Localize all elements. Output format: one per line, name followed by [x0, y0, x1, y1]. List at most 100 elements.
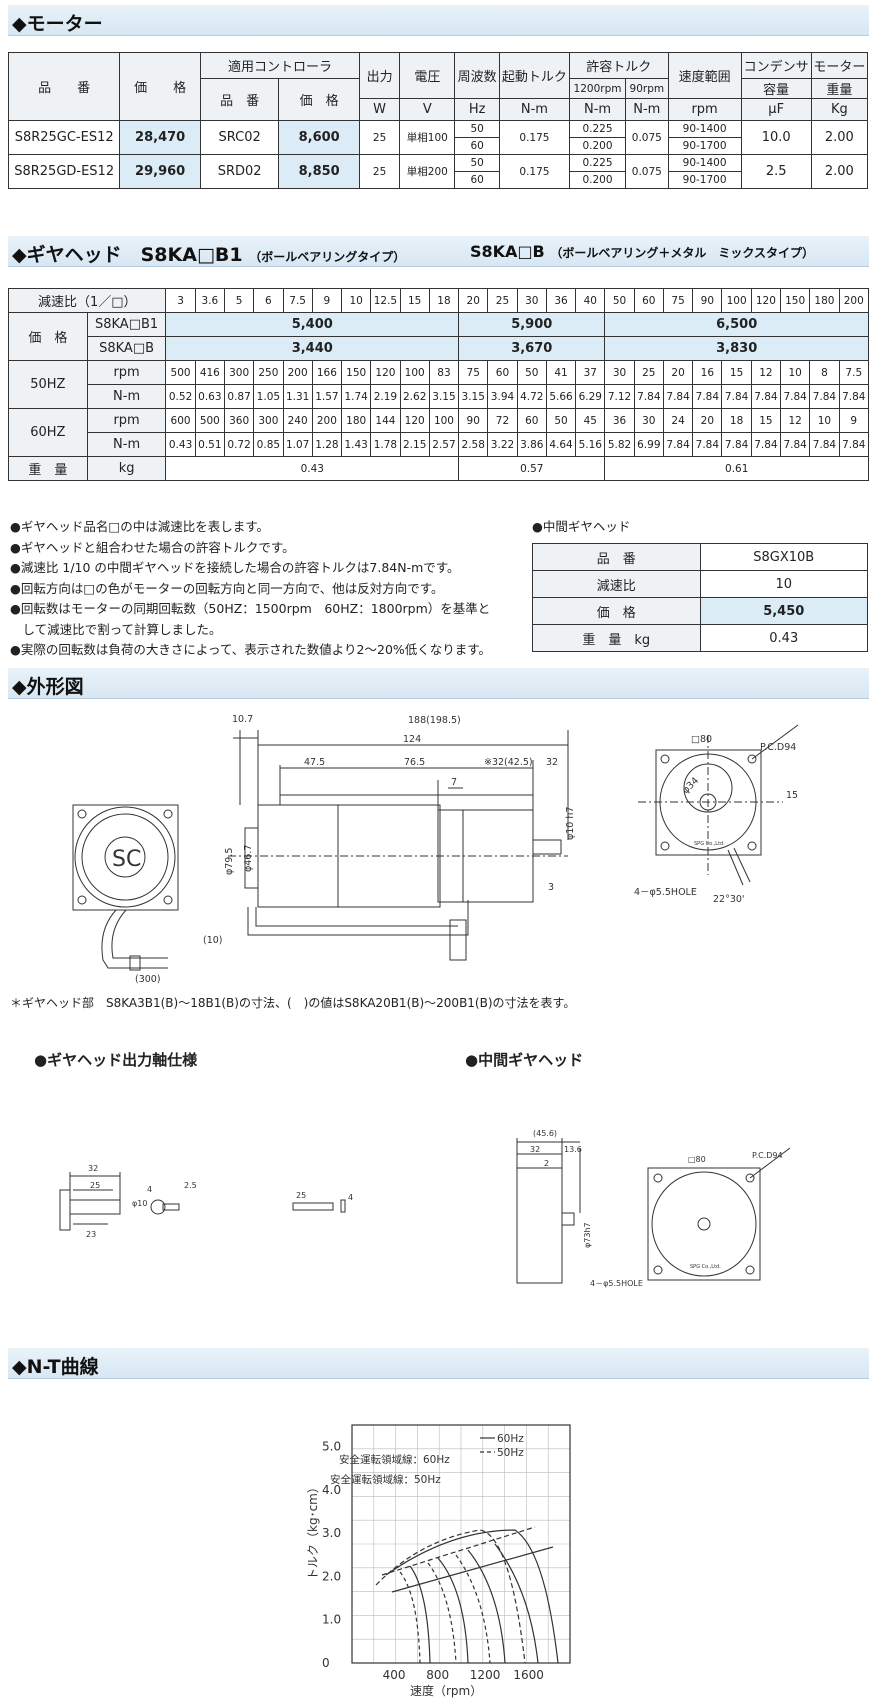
y-tick-label: 1.0	[322, 1613, 341, 1627]
b1-price: 5,400	[165, 312, 460, 337]
ratio-cell: 60	[633, 288, 664, 313]
mid-part-label: 品 番	[532, 543, 701, 571]
nm-cell: 6.29	[575, 384, 606, 409]
dim-q: 15	[786, 790, 798, 801]
nm-cell: 2.62	[399, 384, 430, 409]
mid-price-label: 価 格	[532, 597, 701, 625]
midgear-drawing: (45.6) 32 13.6 2 φ73h7 □80 P.C.D94 4－φ5.…	[516, 1129, 791, 1288]
ctrl-price: 8,600	[278, 120, 360, 155]
torque-1200: 0.200	[568, 171, 627, 189]
h-cond-u: μF	[740, 98, 812, 121]
h-part: 品 番	[7, 52, 121, 121]
motor-side-view	[228, 730, 569, 961]
x-tick-label: 1600	[513, 1668, 544, 1682]
b1-label: S8KA□B1	[86, 312, 167, 337]
nm-cell: 0.43	[165, 432, 196, 457]
nm-cell: 7.84	[838, 384, 870, 409]
dim-p: P.C.D94	[760, 742, 796, 753]
shaft-title: ●ギヤヘッド出力軸仕様	[34, 1051, 198, 1069]
nm-cell: 1.07	[282, 432, 313, 457]
nm-cell: 0.52	[165, 384, 196, 409]
speed: 90-1400	[667, 154, 742, 172]
ratio-cell: 5	[223, 288, 255, 313]
nm-cell: 1.74	[341, 384, 372, 409]
weight: 2.00	[810, 154, 869, 189]
nm-cell: 0.85	[253, 432, 284, 457]
y-tick-label: 5.0	[322, 1440, 341, 1454]
x-tick-label: 1200	[470, 1668, 501, 1682]
curve-60hz	[385, 1529, 559, 1664]
rpm-cell: 41	[545, 360, 577, 385]
nm-cell: 3.86	[516, 432, 547, 457]
mid-ratio: 10	[699, 570, 869, 598]
nm-cell: 5.16	[575, 432, 606, 457]
ratio-cell: 90	[692, 288, 723, 313]
kg-label: kg	[86, 456, 167, 481]
ratio-cell: 30	[516, 288, 547, 313]
nm-cell: 1.43	[341, 432, 372, 457]
h-start-u: N-m	[498, 98, 570, 121]
outline-section-header: ◆外形図	[8, 668, 869, 699]
gear-title2-sub: （ボールベアリング＋メタル ミックスタイプ）	[550, 246, 814, 260]
notes: ●ギヤヘッド品名□の中は減速比を表します。●ギヤヘッドと組合わせた場合の許容トル…	[10, 517, 491, 661]
nm-cell: 2.57	[428, 432, 460, 457]
nt-section-header: ◆N-T曲線	[8, 1348, 869, 1379]
nm-cell: 4.72	[516, 384, 547, 409]
table-row: S8R25GD-ES12 29,960 SRD02 8,850 25 単相200…	[7, 154, 869, 189]
note-line: ●回転方向は□の色がモーターの回転方向と同一方向で、他は反対方向です。	[10, 580, 444, 596]
rpm-cell: 30	[604, 360, 635, 385]
nm-cell: 5.82	[604, 432, 635, 457]
nm-cell: 1.78	[370, 432, 401, 457]
rpm-cell: 15	[750, 408, 782, 433]
ratio-cell: 15	[399, 288, 430, 313]
h-nm1: N-m	[568, 98, 627, 121]
ctrl-price: 8,850	[278, 154, 360, 189]
h-ctrl: 適用コントローラ	[199, 52, 360, 79]
speed: 90-1700	[667, 137, 742, 155]
dim-c: 124	[403, 734, 421, 745]
nm-cell: 7.84	[838, 432, 870, 457]
rpm-label: rpm	[86, 408, 167, 433]
volt: 単相200	[399, 154, 456, 189]
part: S8R25GC-ES12	[7, 120, 121, 155]
nm-cell: 3.15	[428, 384, 460, 409]
note-line: ●ギヤヘッドと組合わせた場合の許容トルクです。	[10, 539, 295, 555]
b-label: S8KA□B	[86, 336, 167, 361]
shaft-drawing: 32 25 23 φ10 4 2.5 25 4	[59, 1164, 353, 1239]
nm-cell: 7.84	[692, 384, 723, 409]
rpm-cell: 150	[341, 360, 372, 385]
ratio-cell: 75	[662, 288, 694, 313]
h-speed: 速度範囲	[667, 52, 742, 99]
weight-label: 重 量	[8, 456, 88, 481]
nm-cell: 7.84	[780, 384, 811, 409]
rpm-cell: 300	[223, 360, 255, 385]
h-weight2: 重量	[810, 78, 869, 99]
mg-logo-text: SPG Co.,Ltd.	[690, 1264, 721, 1270]
ratio-cell: 12.5	[370, 288, 401, 313]
h-90: 90rpm	[625, 78, 669, 99]
b1-price: 6,500	[604, 312, 869, 337]
shaft-dim-1: 32	[88, 1164, 98, 1173]
freq: 50	[454, 154, 500, 172]
nm-cell: 6.99	[633, 432, 664, 457]
rpm-cell: 200	[282, 360, 313, 385]
motor-section-header: ◆モーター	[8, 5, 869, 36]
weight-cell: 0.43	[165, 456, 460, 481]
note-line: して減速比で割って計算しました。	[10, 621, 222, 637]
rpm-cell: 18	[721, 408, 752, 433]
nm-cell: 7.84	[721, 432, 752, 457]
note-line: ●回転数はモーターの同期回転数（50HZ：1500rpm 60HZ：1800rp…	[10, 601, 491, 616]
weight-cell: 0.57	[458, 456, 606, 481]
dim-e: 76.5	[404, 757, 425, 768]
weight: 2.00	[810, 120, 869, 155]
rpm-cell: 360	[223, 408, 255, 433]
gear-title-sub: （ボールベアリングタイプ）	[249, 250, 406, 264]
nm-cell: 1.31	[282, 384, 313, 409]
outline-drawing: 10.7 188(198.5) 124 47.5 76.5 ※32(42.5) …	[72, 714, 799, 985]
nt-curves	[375, 1437, 559, 1664]
freq-label: 50HZ	[8, 360, 88, 409]
